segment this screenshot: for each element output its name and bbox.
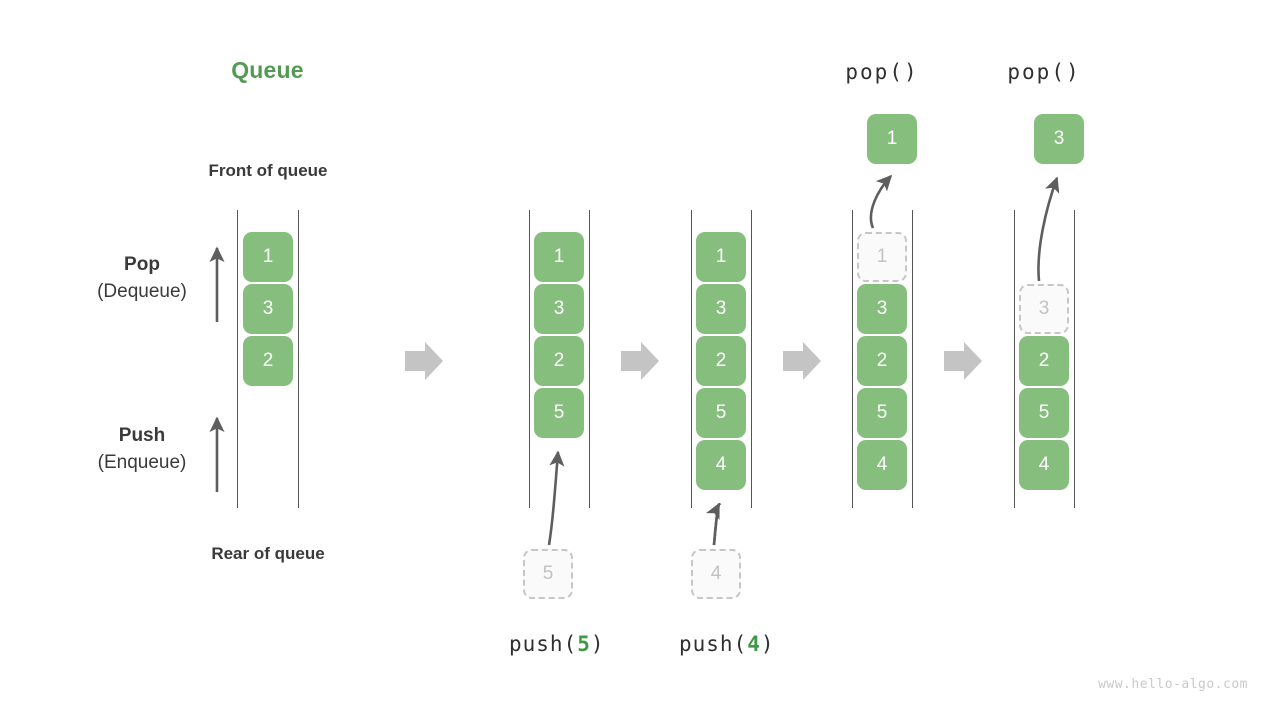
panel4-left-rail (852, 210, 853, 508)
push5-insert-arrow (547, 450, 565, 546)
panel1-right-rail (298, 210, 299, 508)
queue-cell: 2 (857, 336, 907, 386)
push-caption-main: Push (118, 425, 166, 446)
popped-ghost-cell: 1 (857, 232, 907, 282)
push5-prefix: push( (509, 632, 578, 656)
panel5-right-rail (1074, 210, 1075, 508)
queue-cell: 5 (696, 388, 746, 438)
queue-cell: 5 (857, 388, 907, 438)
popped-ghost-cell: 3 (1019, 284, 1069, 334)
queue-cell: 1 (534, 232, 584, 282)
queue-cell: 3 (857, 284, 907, 334)
push5-suffix: ) (590, 632, 605, 656)
push4-caption: push(4) (679, 632, 775, 656)
pop-caption-sub: (Dequeue) (97, 281, 187, 302)
push4-value: 4 (747, 632, 761, 656)
panel4-right-rail (912, 210, 913, 508)
queue-cell: 1 (696, 232, 746, 282)
front-of-queue-label: Front of queue (208, 161, 328, 180)
rear-of-queue-label: Rear of queue (211, 544, 325, 563)
pop2-heading: pop() (1007, 60, 1081, 84)
push-caption-sub: (Enqueue) (97, 452, 187, 473)
queue-cell: 3 (696, 284, 746, 334)
flow-arrow-icon (944, 342, 982, 380)
watermark: www.hello-algo.com (1098, 677, 1248, 692)
page-title: Queue (231, 57, 304, 83)
push-caption: Push (Enqueue) (52, 423, 232, 478)
incoming-ghost-cell: 5 (523, 549, 573, 599)
panel2-right-rail (589, 210, 590, 508)
queue-cell: 2 (696, 336, 746, 386)
push4-insert-arrow (705, 502, 722, 546)
queue-cell: 3 (243, 284, 293, 334)
popped-cell: 3 (1034, 114, 1084, 164)
flow-arrow-icon (783, 342, 821, 380)
pop-caption: Pop (Dequeue) (52, 252, 232, 307)
panel5-left-rail (1014, 210, 1015, 508)
push4-prefix: push( (679, 632, 748, 656)
pop2-remove-arrow (1037, 176, 1060, 282)
queue-cell: 4 (696, 440, 746, 490)
queue-cell: 4 (1019, 440, 1069, 490)
pop1-remove-arrow (869, 174, 893, 229)
queue-cell: 2 (1019, 336, 1069, 386)
queue-cell: 5 (1019, 388, 1069, 438)
queue-cell: 5 (534, 388, 584, 438)
queue-cell: 2 (243, 336, 293, 386)
push5-value: 5 (577, 632, 591, 656)
queue-cell: 3 (534, 284, 584, 334)
incoming-ghost-cell: 4 (691, 549, 741, 599)
flow-arrow-icon (405, 342, 443, 380)
pop-caption-main: Pop (124, 254, 160, 275)
push5-caption: push(5) (509, 632, 605, 656)
panel3-right-rail (751, 210, 752, 508)
queue-cell: 4 (857, 440, 907, 490)
push4-suffix: ) (760, 632, 775, 656)
panel1-left-rail (237, 210, 238, 508)
pop1-heading: pop() (845, 60, 919, 84)
panel2-left-rail (529, 210, 530, 508)
queue-cell: 2 (534, 336, 584, 386)
panel3-left-rail (691, 210, 692, 508)
flow-arrow-icon (621, 342, 659, 380)
popped-cell: 1 (867, 114, 917, 164)
queue-cell: 1 (243, 232, 293, 282)
